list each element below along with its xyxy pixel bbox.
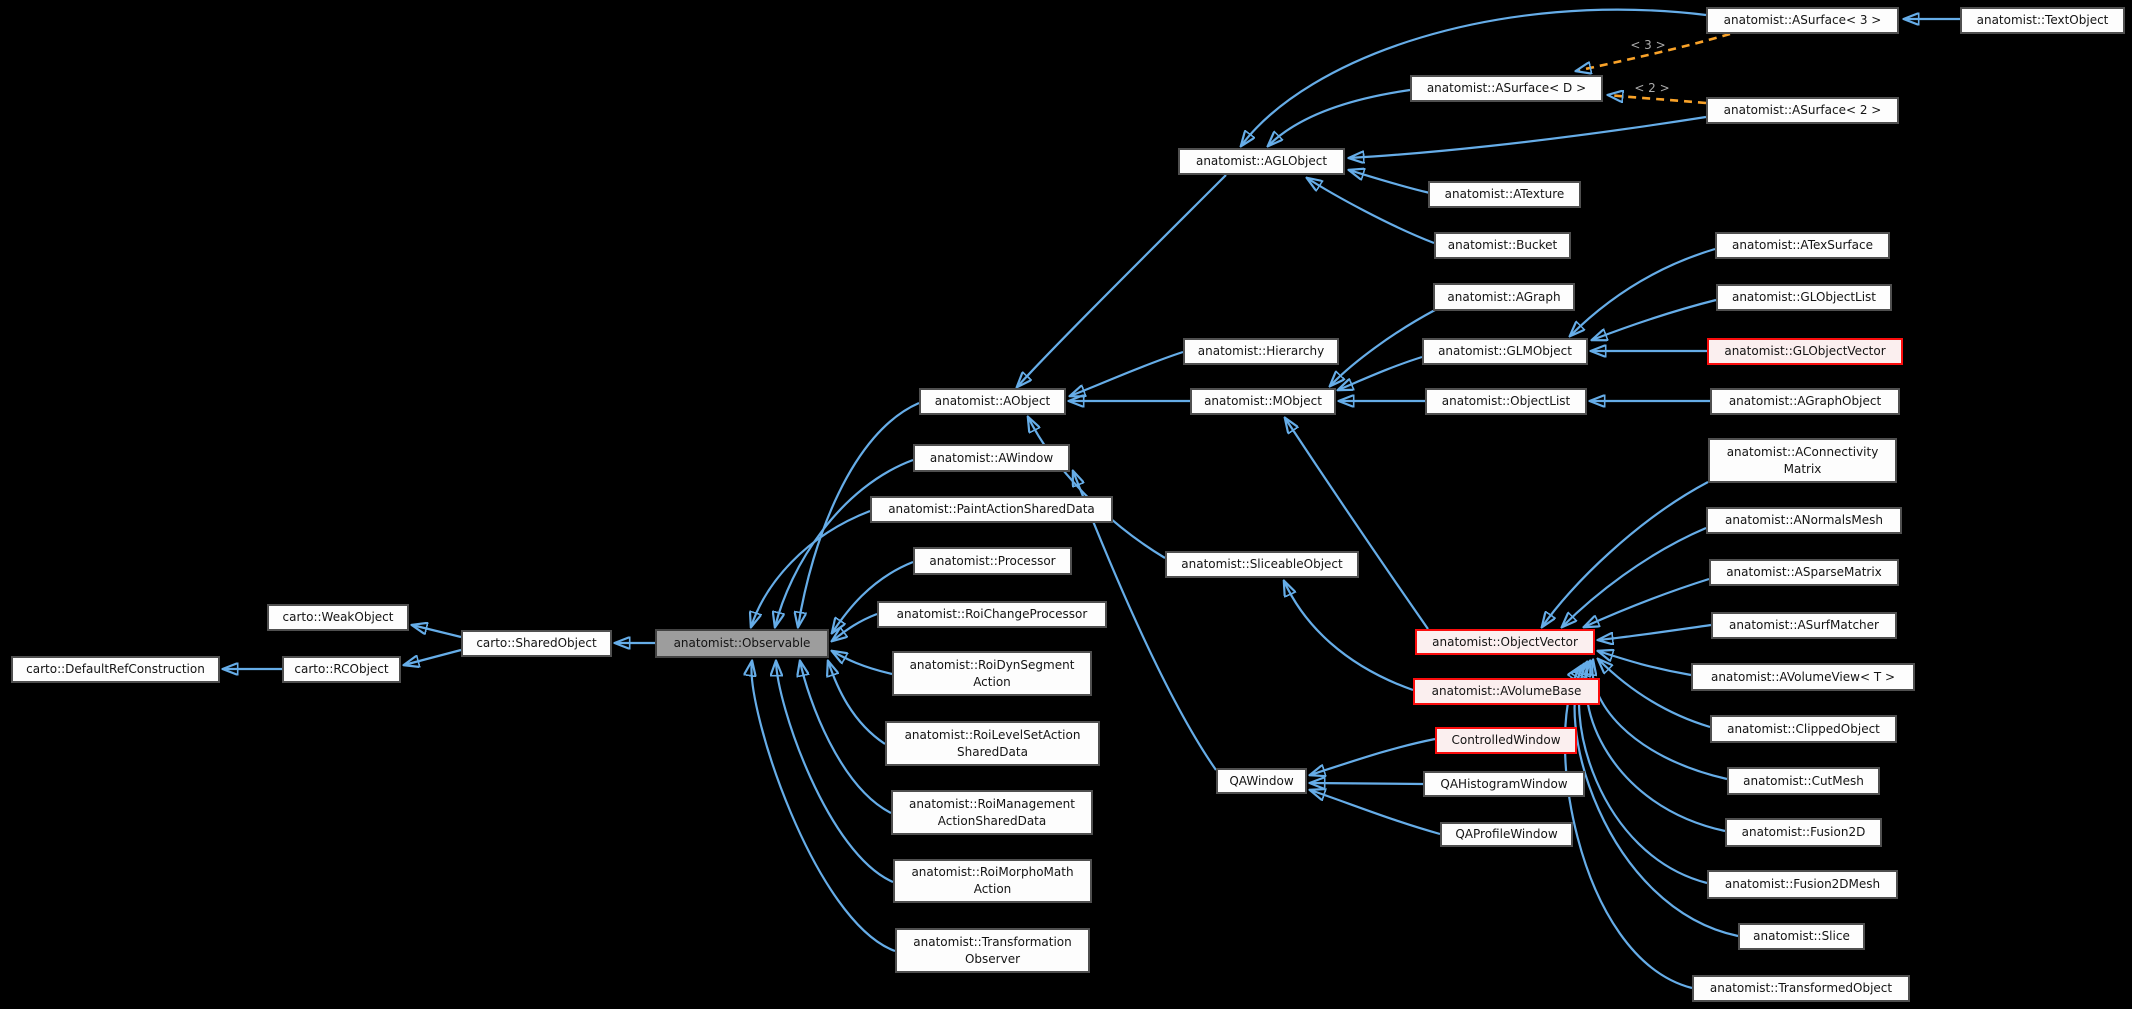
- edge-hierarchy-aobject: [1070, 350, 1184, 396]
- node-qaprofilewindow[interactable]: QAProfileWindow: [1440, 822, 1573, 847]
- node-objectvector[interactable]: anatomist::ObjectVector: [1415, 629, 1595, 655]
- edge-controlledwindow-qawindow: [1310, 737, 1436, 775]
- node-weakobject[interactable]: carto::WeakObject: [267, 604, 409, 631]
- node-avolumebase[interactable]: anatomist::AVolumeBase: [1413, 678, 1600, 705]
- edge-aglobject-aobject: [1017, 174, 1227, 387]
- node-aconnectivitymatrix[interactable]: anatomist::AConnectivity Matrix: [1708, 438, 1897, 483]
- edge-atexsurface-glmobject: [1570, 247, 1716, 336]
- edge-glmobject-mobject: [1338, 355, 1423, 390]
- node-mobject[interactable]: anatomist::MObject: [1190, 388, 1336, 415]
- node-sliceableobject[interactable]: anatomist::SliceableObject: [1165, 551, 1359, 578]
- edge-anormalsmesh-objectvector: [1562, 526, 1707, 627]
- node-roilevelsetactionshareddata[interactable]: anatomist::RoiLevelSetAction SharedData: [885, 721, 1100, 766]
- edge-avolumeview-objectvector: [1598, 651, 1692, 677]
- edge-avolumebase-sliceableobject: [1284, 581, 1414, 692]
- edge-qaprofilewindow-qawindow: [1310, 790, 1441, 836]
- edge-asurfmatcher-objectvector: [1598, 623, 1712, 640]
- node-defaultrefconstruction[interactable]: carto::DefaultRefConstruction: [11, 656, 220, 683]
- node-roidynsegmentaction[interactable]: anatomist::RoiDynSegment Action: [892, 651, 1092, 696]
- node-cutmesh[interactable]: anatomist::CutMesh: [1727, 767, 1880, 795]
- node-glmobject[interactable]: anatomist::GLMObject: [1422, 338, 1588, 365]
- edge-roichangeprocessor-observable: [832, 612, 878, 641]
- edge-sharedobject-rcobject: [404, 648, 462, 665]
- node-asurface-d[interactable]: anatomist::ASurface< D >: [1410, 75, 1603, 102]
- edge-transformationobserver-observable: [752, 661, 896, 953]
- node-atexsurface[interactable]: anatomist::ATexSurface: [1715, 232, 1890, 259]
- node-slice[interactable]: anatomist::Slice: [1738, 923, 1865, 950]
- node-rcobject[interactable]: carto::RCObject: [282, 656, 401, 683]
- node-roimorphomathaction[interactable]: anatomist::RoiMorphoMath Action: [893, 859, 1092, 903]
- node-transformedobject[interactable]: anatomist::TransformedObject: [1692, 975, 1910, 1002]
- node-asurface-3[interactable]: anatomist::ASurface< 3 >: [1706, 7, 1899, 34]
- node-qawindow[interactable]: QAWindow: [1216, 768, 1307, 794]
- node-qahistogramwindow[interactable]: QAHistogramWindow: [1423, 771, 1585, 797]
- edge-bucket-aglobject: [1307, 178, 1435, 245]
- edge-agraph-mobject: [1330, 309, 1436, 386]
- node-atexture[interactable]: anatomist::ATexture: [1428, 181, 1581, 208]
- edge-asurface3-aglobject: [1241, 8, 1707, 146]
- node-textobject[interactable]: anatomist::TextObject: [1960, 7, 2125, 34]
- node-roichangeprocessor[interactable]: anatomist::RoiChangeProcessor: [877, 601, 1107, 628]
- node-avolumeview[interactable]: anatomist::AVolumeView< T >: [1691, 663, 1915, 691]
- node-sharedobject[interactable]: carto::SharedObject: [461, 630, 612, 657]
- node-anormalsmesh[interactable]: anatomist::ANormalsMesh: [1706, 507, 1902, 534]
- edge-paintactionshareddata-observable: [751, 509, 871, 627]
- edge-roidynsegmentaction-observable: [832, 651, 893, 676]
- edge-processor-observable: [832, 560, 914, 633]
- edge-atexture-aglobject: [1349, 170, 1431, 195]
- node-processor[interactable]: anatomist::Processor: [913, 547, 1072, 575]
- node-fusion2dmesh[interactable]: anatomist::Fusion2DMesh: [1707, 870, 1898, 899]
- node-transformationobserver[interactable]: anatomist::Transformation Observer: [895, 928, 1090, 973]
- node-bucket[interactable]: anatomist::Bucket: [1434, 232, 1571, 259]
- node-paintactionshareddata[interactable]: anatomist::PaintActionSharedData: [870, 496, 1113, 523]
- node-aglobject[interactable]: anatomist::AGLObject: [1178, 148, 1345, 175]
- edge-aobject-observable: [798, 401, 920, 627]
- node-clippedobject[interactable]: anatomist::ClippedObject: [1710, 715, 1897, 743]
- edge-qahistogramwindow-qawindow: [1310, 783, 1424, 784]
- edge-roilevelsetactionshareddata-observable: [828, 661, 886, 745]
- edge-aconnectivitymatrix-objectvector: [1542, 481, 1709, 627]
- edge-sharedobject-weakobject: [412, 625, 462, 639]
- node-aobject[interactable]: anatomist::AObject: [919, 388, 1066, 415]
- node-controlledwindow[interactable]: ControlledWindow: [1435, 727, 1577, 754]
- edge-cutmesh-objectvector: [1592, 660, 1728, 781]
- edge-roimorphomathaction-observable: [776, 661, 894, 884]
- node-asurfmatcher[interactable]: anatomist::ASurfMatcher: [1711, 612, 1897, 639]
- node-roimanagementactionshareddata[interactable]: anatomist::RoiManagement ActionSharedDat…: [891, 790, 1093, 835]
- node-asparsematrix[interactable]: anatomist::ASparseMatrix: [1709, 559, 1899, 586]
- edge-globjectlist-glmobject: [1592, 298, 1717, 340]
- node-globjectlist[interactable]: anatomist::GLObjectList: [1716, 284, 1892, 311]
- node-awindow[interactable]: anatomist::AWindow: [913, 444, 1070, 472]
- node-globjectvector[interactable]: anatomist::GLObjectVector: [1707, 338, 1903, 365]
- edge-clippedobject-objectvector: [1598, 659, 1711, 729]
- node-asurface-2[interactable]: anatomist::ASurface< 2 >: [1706, 97, 1899, 124]
- edge-asurface2-aglobject: [1349, 115, 1707, 158]
- node-observable: anatomist::Observable: [655, 629, 829, 658]
- node-objectlist[interactable]: anatomist::ObjectList: [1425, 388, 1587, 415]
- edge-roimanagementactionshareddata-observable: [800, 661, 892, 814]
- template-edge-asurface3-asurfaced: [1576, 32, 1731, 71]
- node-hierarchy[interactable]: anatomist::Hierarchy: [1183, 338, 1339, 365]
- edge-awindow-observable: [775, 458, 914, 627]
- edge-asparsematrix-objectvector: [1584, 577, 1710, 627]
- edge-objectvector-mobject: [1285, 418, 1429, 630]
- edge-sliceableobject-aobject: [1028, 417, 1166, 559]
- node-agraphobject[interactable]: anatomist::AGraphObject: [1710, 388, 1900, 415]
- edge-asurfaced-aglobject: [1268, 88, 1411, 146]
- node-agraph[interactable]: anatomist::AGraph: [1433, 283, 1575, 311]
- node-fusion2d[interactable]: anatomist::Fusion2D: [1725, 818, 1882, 847]
- edge-transformedobject-objectvector: [1563, 666, 1693, 990]
- template-edge-asurface2-asurfaced: [1608, 95, 1707, 105]
